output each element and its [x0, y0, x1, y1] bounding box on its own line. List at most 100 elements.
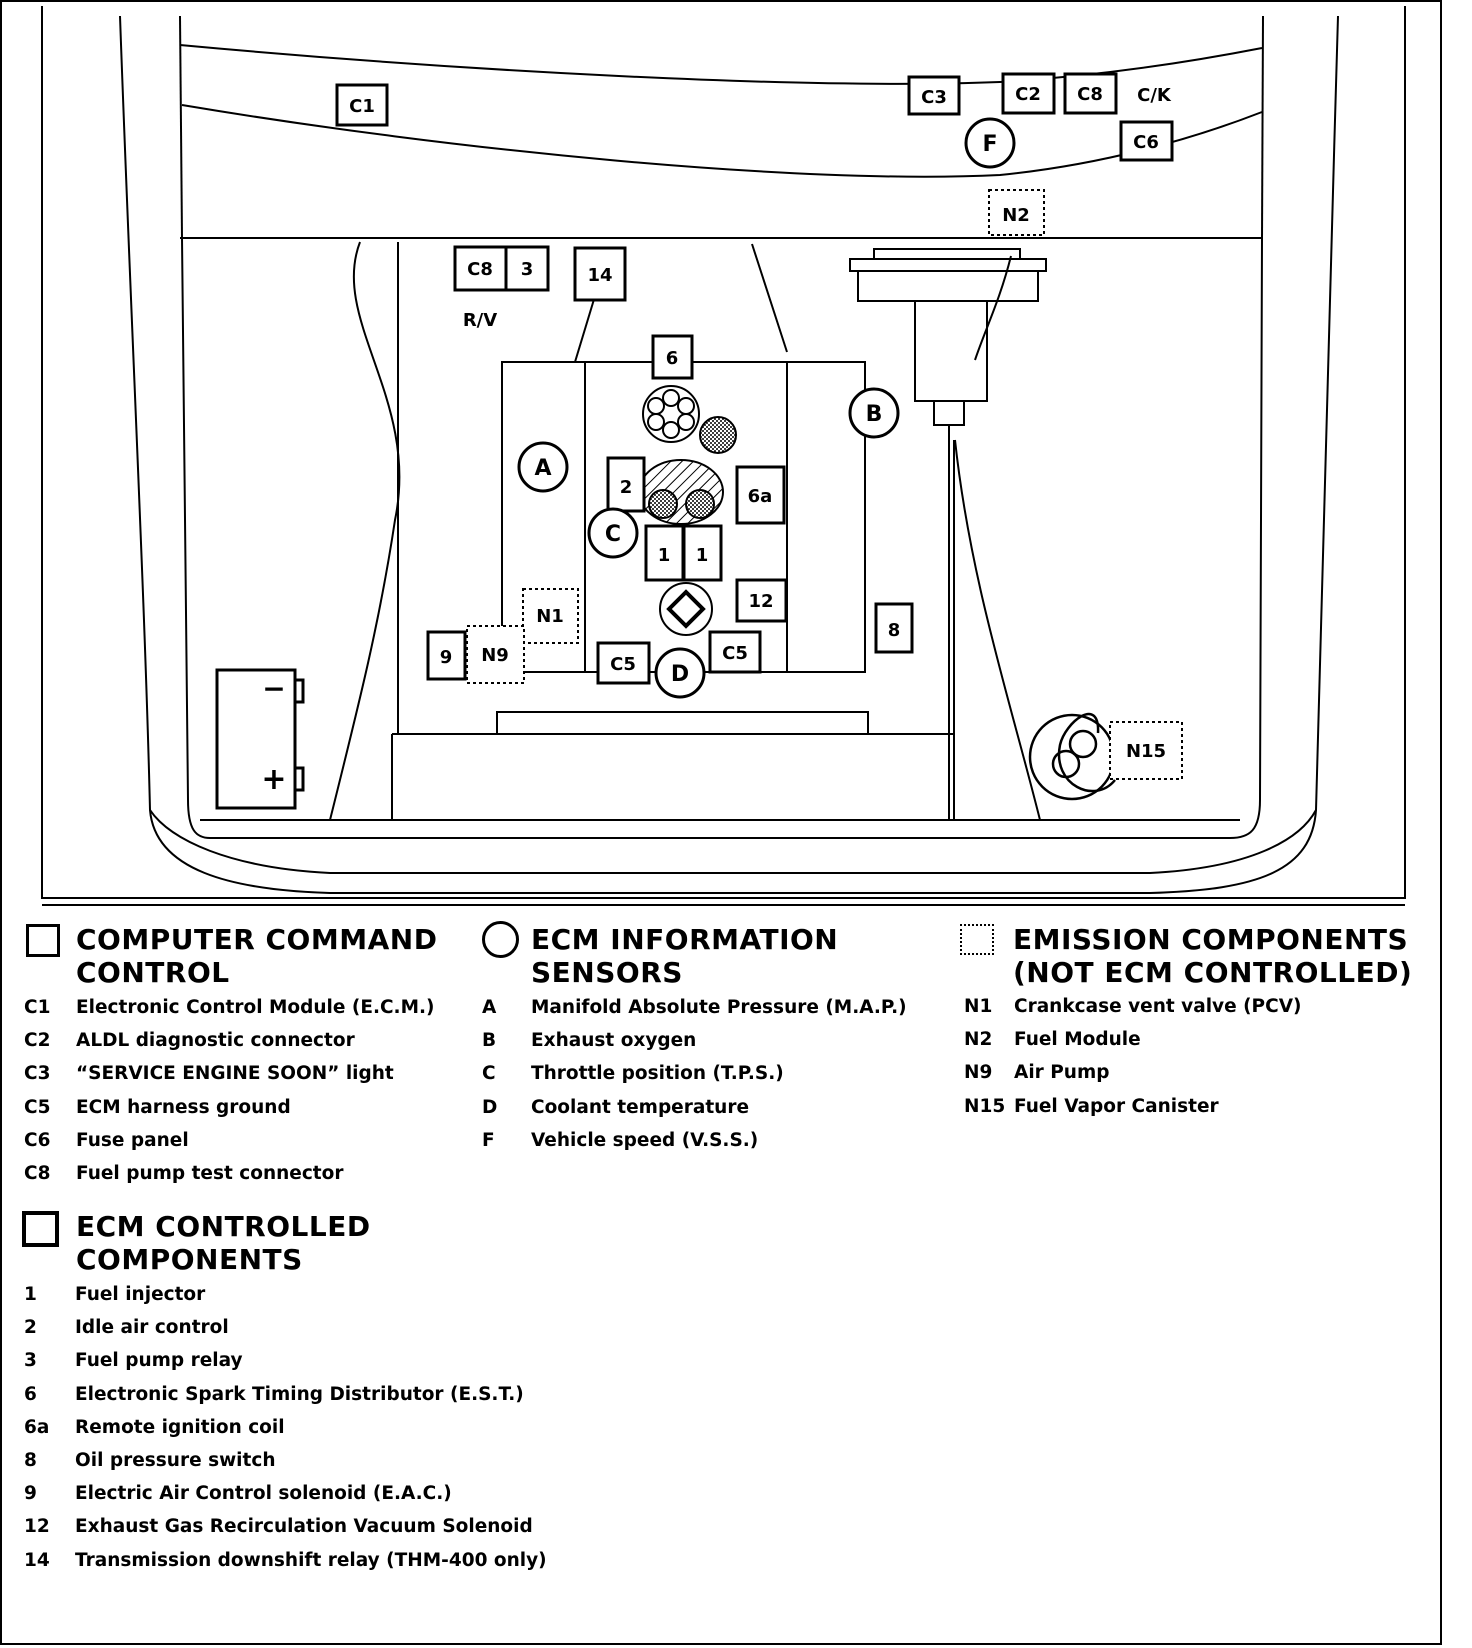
label-n2: N2 — [1002, 205, 1030, 226]
label-c5-left: C5 — [610, 654, 636, 675]
battery — [215, 668, 305, 810]
throttle-bore-left — [648, 489, 678, 519]
legend-item-desc: Fuel Module — [1014, 1029, 1141, 1051]
box-3: 3 — [504, 245, 550, 292]
label-c: C — [605, 522, 621, 547]
label-c3: C3 — [921, 87, 947, 108]
legend-item-desc: Fuel pump relay — [75, 1350, 243, 1372]
legend-item: 1 Fuel injector — [24, 1284, 584, 1317]
legend-item-desc: Air Pump — [1014, 1062, 1110, 1084]
legend-item-code: 2 — [24, 1317, 37, 1339]
engine-outline — [329, 241, 1041, 821]
label-9: 9 — [440, 647, 453, 668]
ecm-controlled-title-line1: ECM CONTROLLED — [76, 1210, 371, 1243]
legend-item-code: A — [482, 997, 497, 1018]
label-d: D — [671, 662, 689, 687]
legend-item: N9 Air Pump — [964, 1062, 1424, 1095]
label-2: 2 — [620, 477, 633, 498]
legend-item-code: N9 — [964, 1062, 993, 1084]
legend-item-desc: Fuel injector — [75, 1284, 206, 1305]
label-f: F — [982, 132, 997, 157]
ecm-controlled-title-line2: COMPONENTS — [76, 1243, 303, 1276]
diagram-frame — [41, 6, 1406, 899]
legend-item: A Manifold Absolute Pressure (M.A.P.) — [482, 997, 942, 1030]
box-c8-mid: C8 — [453, 245, 508, 292]
legend-item-desc: Electric Air Control solenoid (E.A.C.) — [75, 1483, 452, 1505]
box-14: 14 — [573, 246, 627, 302]
throttle-bore-right — [685, 489, 715, 519]
legend-item-code: C3 — [24, 1063, 51, 1085]
legend-item: C3 “SERVICE ENGINE SOON” light — [24, 1063, 464, 1096]
computer-command-title: COMPUTER COMMAND CONTROL — [76, 923, 437, 989]
box-8: 8 — [874, 602, 914, 654]
ecm-information-symbol-icon — [482, 921, 519, 958]
legend-item-code: C — [482, 1063, 496, 1085]
legend-item-code: F — [482, 1129, 495, 1151]
legend-item-code: C6 — [24, 1129, 51, 1151]
label-c6: C6 — [1133, 132, 1159, 153]
legend-item-code: 6 — [24, 1383, 37, 1405]
label-6a: 6a — [748, 486, 773, 507]
distributor-cap — [642, 385, 700, 443]
legend-item-desc: Manifold Absolute Pressure (M.A.P.) — [531, 997, 907, 1018]
legend-item-code: 1 — [24, 1284, 37, 1305]
legend-item-desc: Fuel Vapor Canister — [1014, 1095, 1219, 1117]
label-n9: N9 — [481, 645, 509, 666]
ecm-information-title-line2: SENSORS — [531, 956, 683, 989]
label-rv: R/V — [463, 310, 497, 331]
legend-item-code: C8 — [24, 1162, 51, 1184]
box-c6: C6 — [1119, 120, 1174, 162]
battery-minus-label: − — [262, 672, 285, 705]
label-c2: C2 — [1015, 84, 1041, 105]
box-n1: N1 — [522, 588, 579, 644]
legend-item: F Vehicle speed (V.S.S.) — [482, 1130, 942, 1163]
box-n9: N9 — [466, 625, 525, 684]
legend-item-desc: Idle air control — [75, 1317, 229, 1339]
legend-item-desc: Fuel pump test connector — [76, 1162, 344, 1184]
box-n15: N15 — [1109, 721, 1183, 780]
legend-item-code: N15 — [964, 1095, 1006, 1117]
legend-item-code: B — [482, 1030, 497, 1052]
legend-item: 9 Electric Air Control solenoid (E.A.C.) — [24, 1483, 584, 1516]
legend-item-code: N1 — [964, 996, 993, 1017]
box-c5-right: C5 — [708, 630, 762, 674]
box-2: 2 — [606, 456, 646, 513]
computer-command-title-line2: CONTROL — [76, 956, 230, 989]
computer-command-symbol-icon — [26, 924, 60, 957]
label-a: A — [534, 456, 551, 481]
box-6: 6 — [651, 334, 694, 380]
legend-item-code: C1 — [24, 997, 51, 1018]
label-c8-top: C8 — [1077, 84, 1103, 105]
legend-item-desc: “SERVICE ENGINE SOON” light — [76, 1063, 394, 1085]
ecm-information-title-line1: ECM INFORMATION — [531, 923, 839, 956]
label-6: 6 — [666, 348, 679, 369]
label-3: 3 — [521, 259, 534, 280]
legend-item: 6 Electronic Spark Timing Distributor (E.… — [24, 1384, 584, 1417]
legend-item-desc: Electronic Spark Timing Distributor (E.S… — [75, 1383, 524, 1405]
emission-title-line2: (NOT ECM CONTROLLED) — [1013, 956, 1413, 989]
battery-plus-label: + — [261, 762, 286, 797]
circle-a: A — [517, 441, 569, 493]
label-1-right: 1 — [696, 545, 709, 566]
emission-symbol-icon — [960, 924, 994, 955]
legend-item-code: D — [482, 1096, 498, 1118]
box-9: 9 — [426, 630, 467, 681]
circle-f: F — [964, 117, 1016, 169]
legend-item-desc: Vehicle speed (V.S.S.) — [531, 1129, 759, 1151]
legend-item-desc: Transmission downshift relay (THM-400 on… — [75, 1549, 547, 1571]
legend-item-code: 9 — [24, 1483, 37, 1505]
legend-item-desc: Exhaust Gas Recirculation Vacuum Solenoi… — [75, 1516, 533, 1538]
box-6a: 6a — [735, 465, 786, 525]
legend-item-code: 6a — [24, 1416, 50, 1438]
label-8: 8 — [888, 620, 901, 641]
